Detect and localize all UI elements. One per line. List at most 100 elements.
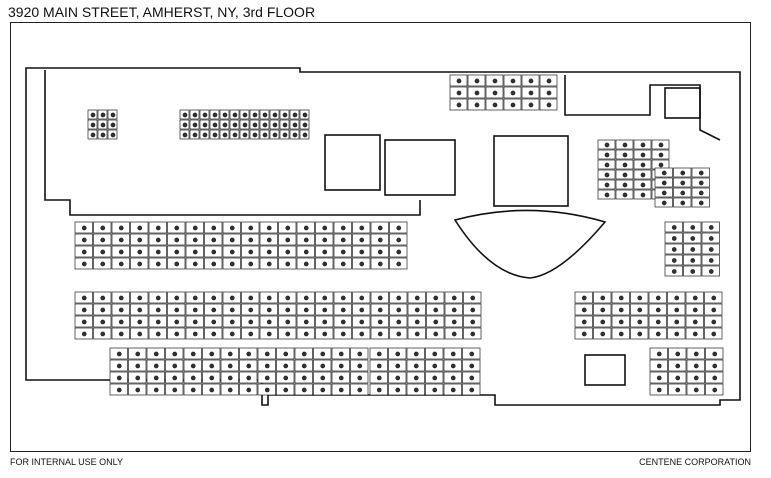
chair-icon — [680, 170, 686, 176]
chair-icon — [655, 319, 661, 325]
chair-icon — [202, 122, 208, 128]
conference-room — [493, 135, 569, 207]
chair-icon — [303, 331, 309, 337]
chair-icon — [81, 237, 87, 243]
footer-left: FOR INTERNAL USE ONLY — [10, 457, 124, 467]
chair-icon — [432, 387, 438, 393]
chair-icon — [192, 319, 198, 325]
chair-icon — [451, 307, 457, 313]
chair-icon — [192, 249, 198, 255]
chair-icon — [153, 387, 159, 393]
chair-icon — [690, 258, 696, 263]
chair-icon — [248, 307, 254, 313]
chair-icon — [282, 112, 288, 118]
chair-icon — [211, 307, 217, 313]
chair-icon — [492, 78, 498, 84]
chair-icon — [242, 112, 248, 118]
chair-icon — [395, 375, 401, 381]
chair-icon — [376, 363, 382, 369]
chair-icon — [90, 122, 96, 128]
chair-icon — [622, 152, 628, 158]
chair-icon — [301, 363, 307, 369]
chair-icon — [658, 152, 664, 158]
chair-icon — [222, 112, 228, 118]
chair-icon — [153, 375, 159, 381]
chair-icon — [100, 307, 106, 313]
chair-icon — [456, 90, 462, 96]
chair-icon — [110, 132, 116, 138]
chair-icon — [396, 249, 402, 255]
chair-icon — [396, 261, 402, 267]
chair-icon — [637, 331, 643, 337]
chair-icon — [81, 249, 87, 255]
chair-icon — [212, 122, 218, 128]
chair-icon — [450, 363, 456, 369]
chair-icon — [661, 170, 667, 176]
chair-icon — [153, 363, 159, 369]
chair-icon — [246, 375, 252, 381]
chair-icon — [622, 172, 628, 178]
chair-icon — [155, 261, 161, 267]
chair-icon — [137, 295, 143, 301]
chair-icon — [110, 112, 116, 118]
chair-icon — [229, 261, 235, 267]
chair-icon — [692, 307, 698, 313]
chair-icon — [155, 307, 161, 313]
chair-icon — [209, 351, 215, 357]
chair-icon — [692, 295, 698, 301]
chair-icon — [357, 387, 363, 393]
chair-icon — [302, 122, 308, 128]
chair-icon — [338, 375, 344, 381]
chair-icon — [692, 331, 698, 337]
chair-icon — [690, 225, 696, 230]
chair-icon — [172, 363, 178, 369]
chair-icon — [100, 132, 106, 138]
chair-icon — [116, 363, 122, 369]
chair-icon — [469, 375, 475, 381]
chair-icon — [232, 122, 238, 128]
chair-icon — [340, 225, 346, 231]
chair-icon — [81, 225, 87, 231]
chair-icon — [711, 295, 717, 301]
chair-icon — [266, 225, 272, 231]
chair-icon — [377, 249, 383, 255]
chair-icon — [377, 261, 383, 267]
chair-icon — [262, 122, 268, 128]
chair-icon — [604, 142, 610, 148]
chair-icon — [229, 319, 235, 325]
chair-icon — [248, 225, 254, 231]
chair-icon — [450, 387, 456, 393]
chair-icon — [322, 261, 328, 267]
chair-icon — [640, 142, 646, 148]
chair-icon — [155, 237, 161, 243]
chair-icon — [174, 319, 180, 325]
chair-icon — [303, 261, 309, 267]
chair-icon — [116, 387, 122, 393]
chair-icon — [227, 375, 233, 381]
chair-icon — [285, 261, 291, 267]
chair-icon — [474, 78, 480, 84]
chair-icon — [135, 351, 141, 357]
chair-icon — [118, 319, 124, 325]
chair-icon — [340, 307, 346, 313]
chair-icon — [266, 237, 272, 243]
chair-icon — [229, 249, 235, 255]
chair-icon — [322, 225, 328, 231]
stair-core — [324, 134, 381, 191]
chair-icon — [581, 307, 587, 313]
chair-icon — [266, 331, 272, 337]
chair-icon — [413, 387, 419, 393]
chair-icon — [622, 182, 628, 188]
chair-icon — [322, 319, 328, 325]
chair-icon — [414, 295, 420, 301]
chair-icon — [604, 162, 610, 168]
chair-icon — [655, 295, 661, 301]
chair-icon — [433, 319, 439, 325]
chair-icon — [377, 331, 383, 337]
chair-icon — [600, 307, 606, 313]
chair-icon — [359, 319, 365, 325]
chair-icon — [172, 387, 178, 393]
chair-icon — [359, 307, 365, 313]
chair-icon — [248, 295, 254, 301]
chair-icon — [155, 249, 161, 255]
